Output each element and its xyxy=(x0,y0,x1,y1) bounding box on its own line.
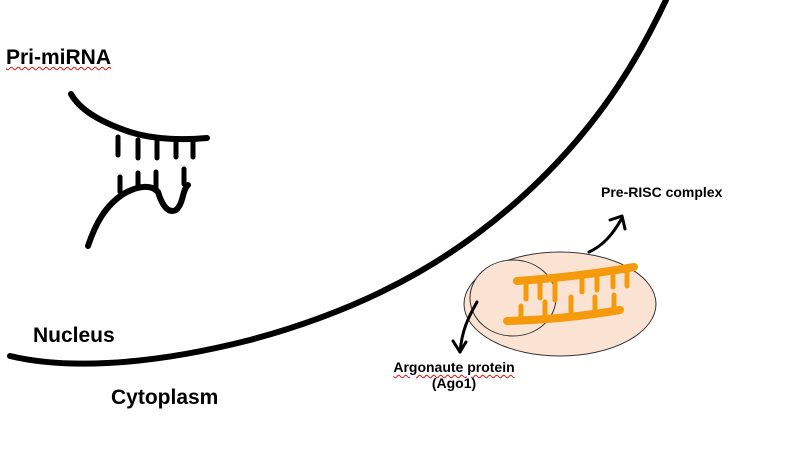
mirna-duplex xyxy=(503,263,638,325)
pri-mirna-label-text: Pri-miRNA xyxy=(6,46,112,69)
argonaute-label-text: Argonaute protein xyxy=(393,359,515,375)
arrow-to-argonaute xyxy=(451,300,479,354)
argonaute-protein-label: Argonaute protein (Ago1) xyxy=(385,359,523,391)
pri-mirna-label: Pri-miRNA xyxy=(6,46,111,70)
arrow-to-pre-risc xyxy=(587,214,627,254)
ago1-label: (Ago1) xyxy=(431,375,477,391)
pri-mirna-lower-strand xyxy=(85,182,191,249)
pre-risc-complex-label: Pre-RISC complex xyxy=(601,184,723,200)
nucleus-label: Nucleus xyxy=(33,324,115,347)
pri-mirna-lower-bases xyxy=(117,166,187,195)
pri-mirna-upper-bases xyxy=(115,134,196,161)
nuclear-membrane xyxy=(7,0,669,367)
pri-mirna-upper-strand xyxy=(68,91,210,143)
cytoplasm-label: Cytoplasm xyxy=(111,386,219,409)
